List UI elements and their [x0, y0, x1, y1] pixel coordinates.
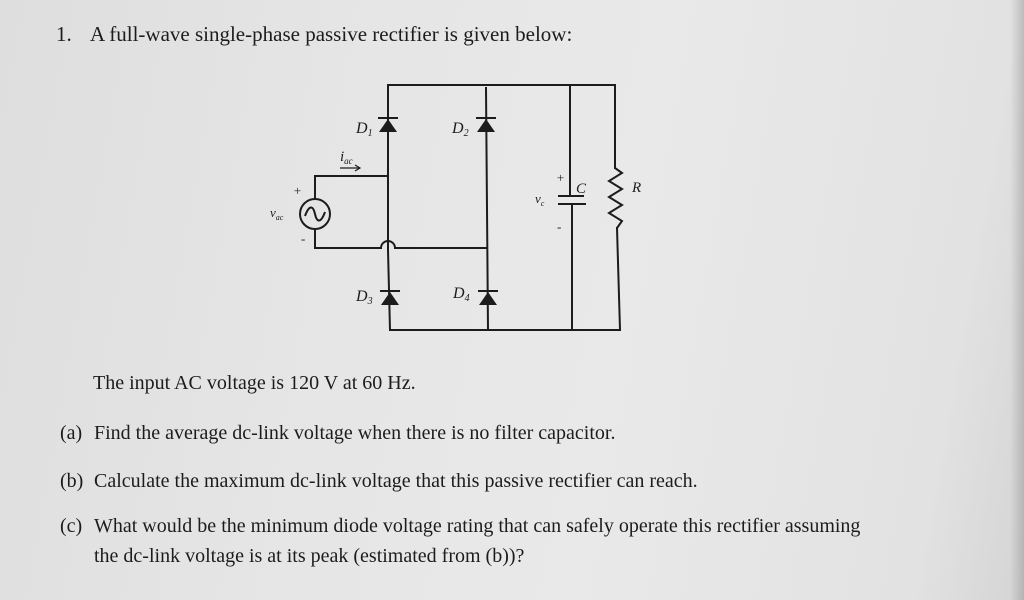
- label-capacitor: C: [576, 181, 587, 197]
- part-c-label: (c): [60, 515, 83, 537]
- page-edge-shadow: [1010, 0, 1024, 600]
- part-c-text-line1: What would be the minimum diode voltage …: [94, 515, 861, 537]
- label-vc: vc: [535, 191, 545, 208]
- diode-d3-icon: [380, 290, 400, 305]
- label-cap-plus: +: [556, 170, 565, 185]
- label-d2: D2: [451, 120, 469, 139]
- wire-res-lower: [615, 226, 622, 332]
- label-resistor: R: [631, 180, 641, 196]
- part-c-text-line2: the dc-link voltage is at its peak (esti…: [94, 545, 525, 567]
- part-b-text: Calculate the maximum dc-link voltage th…: [94, 470, 698, 492]
- label-source-minus: -: [301, 231, 305, 246]
- label-d4: D4: [452, 285, 470, 304]
- capacitor-icon: [558, 195, 586, 205]
- label-d3: D3: [355, 288, 373, 307]
- problem-intro: The input AC voltage is 120 V at 60 Hz.: [93, 372, 416, 394]
- label-iac: iac: [340, 149, 353, 166]
- ac-source-icon: [299, 198, 331, 230]
- label-vac: vac: [270, 205, 284, 222]
- resistor-icon: [607, 167, 624, 229]
- label-cap-minus: -: [557, 219, 561, 234]
- part-b: (b) Calculate the maximum dc-link voltage…: [60, 470, 698, 493]
- part-a-label: (a): [60, 422, 83, 444]
- current-arrow-icon: [340, 164, 362, 172]
- part-a: (a) Find the average dc-link voltage when…: [60, 422, 615, 445]
- diode-d4-icon: [478, 290, 498, 305]
- part-b-label: (b): [60, 470, 84, 492]
- diode-d1-icon: [378, 117, 398, 132]
- diode-d2-icon: [476, 117, 496, 132]
- label-source-plus: +: [293, 183, 302, 198]
- question-number: 1.: [56, 22, 72, 46]
- wire-crossover: [379, 240, 397, 250]
- question-header: 1. A full-wave single-phase passive recti…: [56, 22, 572, 47]
- part-a-text: Find the average dc-link voltage when th…: [94, 422, 616, 444]
- part-c: (c) What would be the minimum diode volta…: [60, 511, 860, 571]
- label-d1: D1: [355, 120, 373, 139]
- question-title: A full-wave single-phase passive rectifi…: [90, 22, 573, 46]
